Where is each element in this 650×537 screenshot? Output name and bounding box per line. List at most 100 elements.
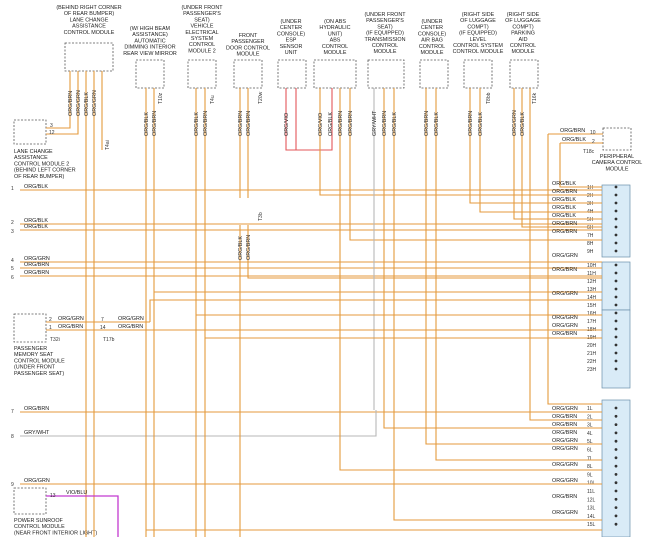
wire-trans-c — [393, 88, 602, 521]
wire-label: GRY/WHT — [24, 430, 50, 436]
left-number-4: 4 — [11, 258, 14, 264]
splice-pin-11H: 11H — [587, 271, 596, 277]
wire-label-vertical: ORG/BLK — [392, 112, 398, 136]
splice-dot — [614, 481, 618, 485]
wire-label: ORG/BRN — [552, 229, 577, 235]
wire-parking-b — [521, 88, 602, 228]
vehicle-electrical-box[interactable] — [187, 59, 217, 89]
wire-airbag-a — [425, 88, 602, 445]
splice-dot — [614, 473, 618, 476]
wire-label: ORG/GRN — [24, 256, 50, 262]
wire-label: ORG/BRN — [552, 221, 577, 227]
splice-dot — [614, 497, 618, 501]
splice-dot — [614, 456, 618, 460]
wire-label-vertical: ORG/BLK — [478, 112, 484, 136]
wire-label: ORG/BLK — [552, 205, 576, 211]
splice-pin-2H: 2H — [587, 193, 594, 199]
splice-dot — [614, 431, 618, 435]
wire-label-vertical: ORG/BLK — [238, 236, 244, 260]
lane-change-2-box[interactable] — [13, 119, 47, 145]
splice-dot — [614, 359, 618, 363]
wire-label: ORG/BLK — [24, 218, 48, 224]
wire-label-vertical: ORG/BRN — [468, 111, 474, 136]
connector-t20w: T20w — [258, 91, 264, 104]
splice-dot — [614, 506, 618, 509]
splice-pin-3H: 3H — [587, 201, 594, 207]
wire-label: ORG/GRN — [552, 446, 578, 452]
abs-box[interactable] — [313, 59, 357, 89]
peripheral-box[interactable] — [602, 127, 632, 151]
parking-box[interactable] — [509, 59, 539, 89]
splice-pin-20H: 20H — [587, 343, 597, 349]
splice-pin-5L: 5L — [587, 439, 593, 445]
wire-airbag-b — [435, 88, 602, 461]
splice-pin-13L: 13L — [587, 506, 596, 512]
splice-dot — [614, 423, 618, 426]
wires — [20, 71, 603, 537]
wire-label-vertical: ORG/BLK — [84, 92, 90, 116]
level-box[interactable] — [463, 59, 493, 89]
wire-peripheral-down-b — [559, 143, 602, 188]
splice-pin-14L: 14L — [587, 514, 596, 520]
mirror-box[interactable] — [135, 59, 165, 89]
wire-label-vertical: ORG/BRN — [382, 111, 388, 136]
wire-label-vertical: ORG/VIO — [318, 113, 324, 136]
wire-label: ORG/GRN — [118, 316, 144, 322]
wire-left-8-gray — [20, 410, 377, 437]
wire-label: VIO/BLU — [66, 490, 87, 496]
splice-dot — [614, 351, 618, 355]
splice-pin-13H: 13H — [587, 287, 597, 293]
memory-seat-box[interactable] — [13, 313, 47, 343]
wire-level-a — [469, 88, 602, 204]
wire-label: ORG/BRN — [118, 324, 143, 330]
wire-label-vertical: ORG/BRN — [338, 111, 344, 136]
splice-dot — [614, 489, 618, 493]
esp-box[interactable] — [277, 59, 307, 89]
splice-pin-23H: 23H — [587, 367, 597, 373]
splice-pin-16H: 16H — [587, 311, 597, 317]
wire-label-vertical: ORG/GRN — [76, 90, 82, 116]
wire-abs-a — [319, 88, 602, 196]
lane-change-top-box[interactable] — [64, 42, 114, 72]
wire-label: ORG/BRN — [552, 331, 577, 337]
left-number-3: 3 — [11, 229, 14, 235]
wire-label: ORG/GRN — [552, 323, 578, 329]
splice-pin-14H: 14H — [587, 295, 597, 301]
sunroof-box[interactable] — [13, 487, 47, 515]
wire-label: ORG/BLK — [562, 137, 586, 143]
lane2-pin-3: 3 — [50, 123, 53, 129]
connector-t4ai: T4ai — [105, 140, 111, 150]
splice-dot — [614, 249, 618, 253]
left-number-7: 7 — [11, 409, 14, 415]
wire-labels: ORG/BLKORG/BLKORG/BLKORG/GRNORG/BRNORG/B… — [24, 90, 586, 516]
left-number-2: 2 — [11, 220, 14, 226]
left-number-1: 1 — [11, 186, 14, 192]
wire-label-vertical: ORG/BRN — [152, 111, 158, 136]
wire-label: ORG/BRN — [24, 270, 49, 276]
connector-t3b: T3b — [258, 212, 264, 221]
airbag-box[interactable] — [419, 59, 449, 89]
splice-pin-12H: 12H — [587, 279, 597, 285]
splice-dot — [614, 343, 618, 347]
wire-label-vertical: ORG/BRN — [68, 91, 74, 116]
connector-labels: T4ai T10z T4u T20w T3b T8bb T16k T18c T3… — [49, 91, 596, 499]
wire-label-vertical: ORG/GRN — [512, 110, 518, 136]
wire-lane-top-a — [46, 71, 71, 129]
wire-label: ORG/GRN — [552, 438, 578, 444]
wire-label: ORG/GRN — [58, 316, 84, 322]
splice-dot — [614, 414, 618, 418]
transmission-box[interactable] — [367, 59, 405, 89]
left-number-8: 8 — [11, 434, 14, 440]
wire-label-vertical: ORG/BLK — [520, 112, 526, 136]
wire-label: ORG/BRN — [552, 430, 577, 436]
door-box[interactable] — [233, 59, 263, 89]
wire-label: ORG/GRN — [552, 253, 578, 259]
splice-dot — [614, 367, 618, 371]
splice-dot — [614, 225, 618, 229]
splice-pin-21H: 21H — [587, 351, 597, 357]
